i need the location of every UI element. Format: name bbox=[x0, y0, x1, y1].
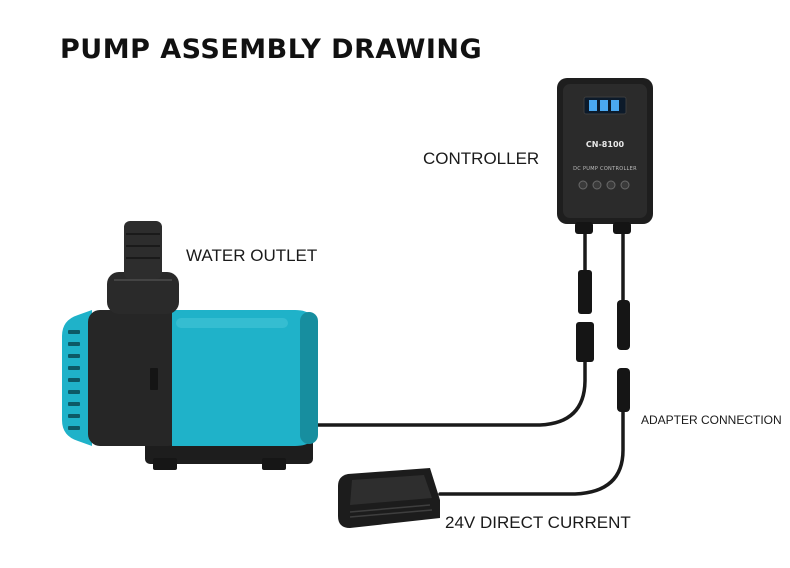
controller-model-text: CN-8100 bbox=[585, 140, 625, 149]
water-outlet-label: WATER OUTLET bbox=[186, 246, 318, 265]
connectors bbox=[576, 270, 630, 412]
cables bbox=[298, 230, 625, 496]
adapter-connector bbox=[617, 368, 630, 412]
power-label: 24V DIRECT CURRENT bbox=[445, 513, 631, 532]
pump bbox=[62, 221, 318, 470]
controller-subtitle-text: DC PUMP CONTROLLER bbox=[573, 166, 637, 172]
diagram-title: PUMP ASSEMBLY DRAWING bbox=[60, 34, 483, 65]
pump-connector bbox=[576, 322, 594, 362]
adapter-connection-label: ADAPTER CONNECTION bbox=[641, 413, 782, 427]
pump-body-shell bbox=[172, 310, 318, 446]
controller-display bbox=[589, 100, 619, 111]
power-adapter bbox=[338, 468, 440, 528]
controller-label: CONTROLLER bbox=[423, 149, 540, 168]
controller-connector-left bbox=[578, 270, 592, 314]
intake-slots bbox=[68, 330, 80, 430]
pump-cable bbox=[298, 358, 587, 427]
controller-buttons bbox=[578, 180, 630, 190]
controller-connector-right bbox=[617, 300, 630, 350]
nozzle-ridges bbox=[126, 233, 160, 259]
adapter-cable bbox=[438, 408, 625, 496]
adapter-ridges bbox=[349, 504, 433, 518]
pump-motor-housing bbox=[88, 310, 180, 446]
outlet-collar bbox=[107, 272, 179, 314]
controller-unit bbox=[557, 78, 653, 234]
outlet-nozzle bbox=[124, 221, 162, 279]
